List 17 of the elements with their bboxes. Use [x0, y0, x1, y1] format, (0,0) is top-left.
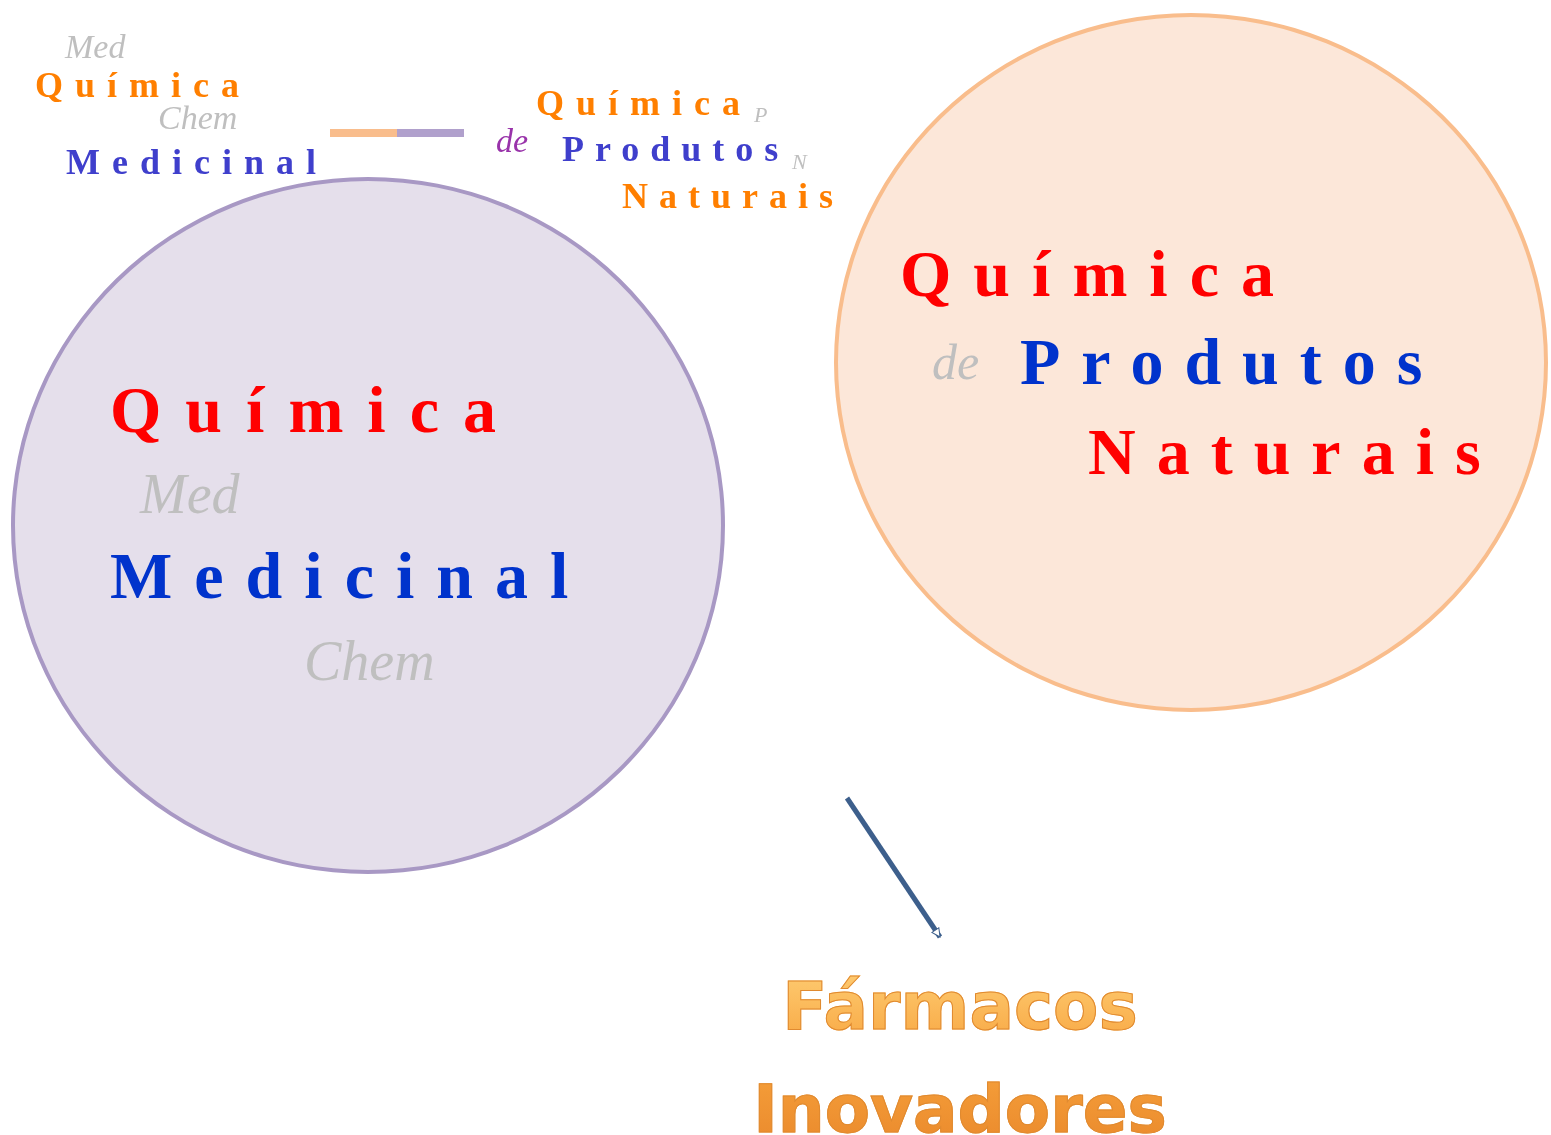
title-word: Chem: [158, 101, 238, 135]
title-word: de: [496, 124, 529, 158]
title-word: Produtos: [562, 131, 790, 167]
circle-text: Química: [110, 377, 520, 443]
circle-text: de: [932, 337, 980, 387]
title-word: Química: [35, 67, 251, 103]
arrow: [844, 796, 943, 939]
circle-text: Naturais: [1088, 419, 1502, 485]
title-word: Naturais: [622, 178, 844, 214]
circle-text: Química: [900, 241, 1296, 307]
title-word: N: [792, 151, 807, 173]
title-word: Química: [536, 85, 752, 121]
title-word: P: [754, 104, 768, 126]
title-word: Med: [65, 30, 126, 64]
circle-text: Medicinal: [110, 543, 591, 609]
title-word: Medicinal: [66, 144, 328, 180]
circle-text: Produtos: [1020, 329, 1444, 395]
